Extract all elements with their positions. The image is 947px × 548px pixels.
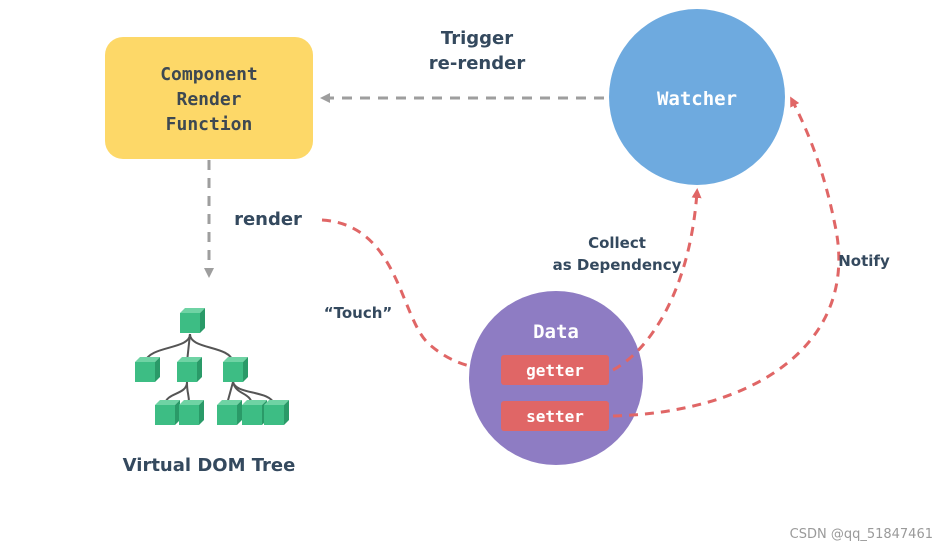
notify-arrow bbox=[612, 96, 841, 418]
collect-arrow bbox=[612, 188, 702, 372]
tree-node-cube bbox=[135, 357, 160, 382]
render-function-line-3: Function bbox=[166, 114, 253, 135]
notify-label: Notify bbox=[838, 252, 890, 270]
getter-label: getter bbox=[526, 361, 584, 380]
render-function-box bbox=[105, 37, 313, 159]
trigger-rerender-edge: Trigger re-render bbox=[320, 28, 604, 103]
render-label: render bbox=[234, 209, 302, 230]
notify-edge: Notify bbox=[612, 96, 890, 418]
tree-node-cube bbox=[217, 400, 242, 425]
watcher-node: Watcher bbox=[609, 9, 785, 185]
getter-pill bbox=[501, 355, 609, 385]
setter-pill bbox=[501, 401, 609, 431]
touch-edge: render “Touch” bbox=[234, 209, 497, 375]
tree-lines bbox=[144, 333, 275, 405]
virtual-dom-tree: Virtual DOM Tree bbox=[123, 308, 296, 476]
collect-dependency-edge: Collect as Dependency bbox=[553, 188, 702, 372]
data-node: Data getter setter bbox=[469, 291, 643, 465]
touch-arrow bbox=[321, 218, 497, 375]
tree-cubes bbox=[135, 308, 289, 425]
tree-node-cube bbox=[180, 308, 205, 333]
render-function-node: Component Render Function bbox=[105, 37, 313, 159]
render-function-line-2: Render bbox=[176, 89, 241, 110]
setter-label: setter bbox=[526, 407, 584, 426]
watcher-circle bbox=[609, 9, 785, 185]
tree-node-cube bbox=[223, 357, 248, 382]
watcher-label: Watcher bbox=[657, 88, 737, 110]
tree-node-cube bbox=[179, 400, 204, 425]
collect-label-line-1: Collect bbox=[588, 234, 646, 252]
tree-node-cube bbox=[177, 357, 202, 382]
collect-label-line-2: as Dependency bbox=[553, 256, 682, 274]
touch-label: “Touch” bbox=[324, 304, 393, 322]
tree-node-cube bbox=[264, 400, 289, 425]
data-label: Data bbox=[533, 321, 579, 343]
trigger-label-line-2: re-render bbox=[429, 53, 526, 74]
tree-node-cube bbox=[242, 400, 267, 425]
trigger-label-line-1: Trigger bbox=[441, 28, 513, 49]
watermark: CSDN @qq_51847461 bbox=[789, 527, 933, 542]
render-function-line-1: Component bbox=[160, 64, 258, 85]
virtual-dom-label: Virtual DOM Tree bbox=[123, 455, 296, 476]
tree-node-cube bbox=[155, 400, 180, 425]
